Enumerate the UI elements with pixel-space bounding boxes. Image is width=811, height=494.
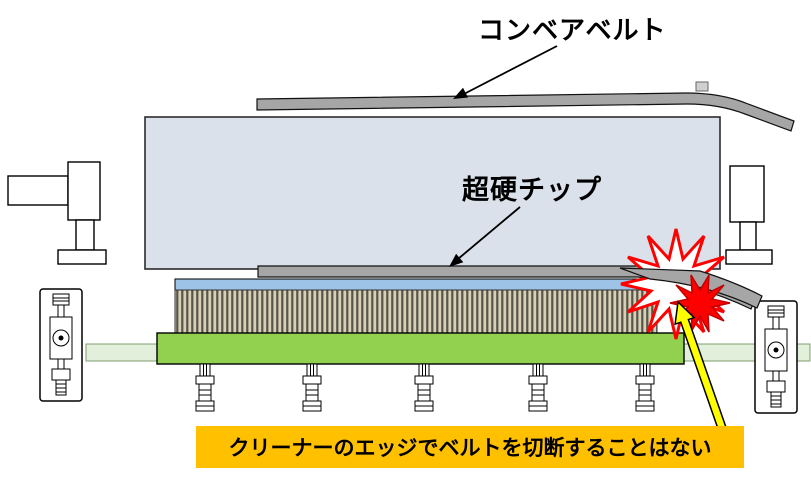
- conveyor-label-arrow: [453, 45, 558, 99]
- left-tensioner: [39, 288, 83, 402]
- conveyor-belt-top: [256, 92, 795, 132]
- carbide-tip-comb: [174, 289, 658, 334]
- mounting-bolts: [195, 363, 655, 412]
- carbide-label-arrow: [449, 206, 521, 267]
- blade-holder-bar: [156, 332, 685, 365]
- left-support-frame: [7, 161, 107, 265]
- impact-starburst: [619, 228, 763, 340]
- right-support-frame: [725, 165, 773, 265]
- mounting-bolt: [195, 363, 215, 412]
- mounting-bolt: [302, 363, 322, 412]
- impact-arrow: [674, 300, 727, 431]
- caption-banner: クリーナーのエッジでベルトを切断することはない: [196, 426, 744, 468]
- head-pulley-drum: [144, 116, 721, 270]
- belt-edge-through-impact: [619, 267, 763, 309]
- right-tensioner: [754, 300, 798, 414]
- mounting-bolt: [635, 363, 655, 412]
- mounting-bolt: [528, 363, 548, 412]
- mounting-bolt: [414, 363, 434, 412]
- label-carbide-tip: 超硬チップ: [462, 175, 602, 205]
- marker-square: [695, 81, 709, 92]
- label-conveyor-belt: コンベアベルト: [478, 15, 667, 45]
- tip-mount-strip: [174, 278, 658, 291]
